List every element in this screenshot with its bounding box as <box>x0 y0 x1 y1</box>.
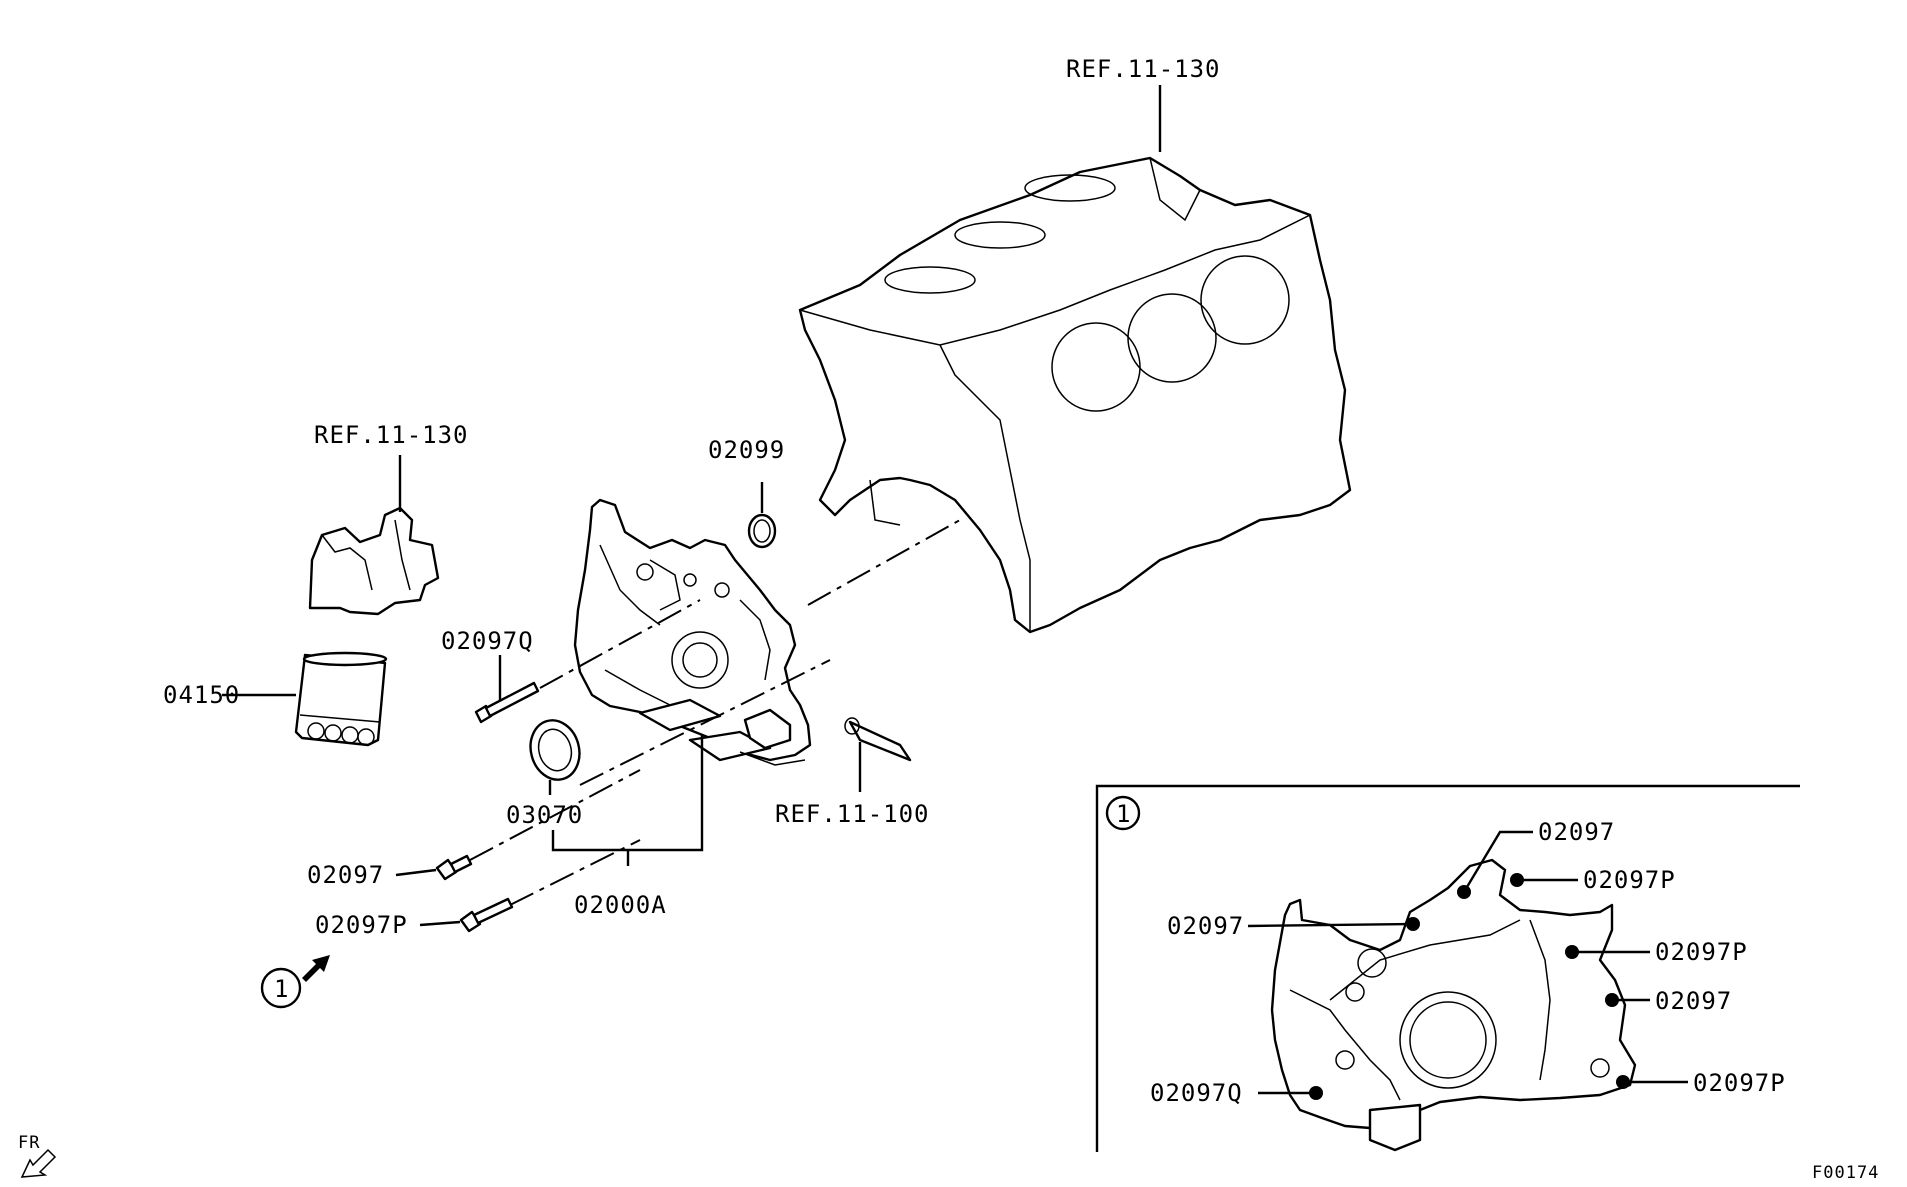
bolt-q <box>474 681 540 724</box>
ref-engine-mount-label: REF.11-130 <box>314 421 469 449</box>
bolt <box>435 854 473 881</box>
view-direction-arrow <box>302 955 330 982</box>
bolt-label: 02097 <box>307 861 384 889</box>
ref-engine-block-label: REF.11-130 <box>1066 55 1221 83</box>
detail-callout-circle <box>1105 795 1141 831</box>
front-indicator-arrow-icon <box>20 1148 57 1178</box>
bolt-p-label: 02097P <box>315 911 408 939</box>
engine-mount-bracket <box>308 506 440 616</box>
oil-seal <box>529 719 581 781</box>
detail-item-label: 02097P <box>1583 866 1676 894</box>
ref-timing-cover-label: REF.11-100 <box>775 800 930 828</box>
oil-filter <box>294 651 388 747</box>
bolt-p <box>459 897 514 933</box>
timing-cover-ref-part <box>844 717 912 762</box>
engine-block <box>798 156 1352 634</box>
detail-item-label: 02097 <box>1167 912 1244 940</box>
gasket-ring-label: 02099 <box>708 436 785 464</box>
gasket-ring-inner <box>753 519 771 543</box>
oil-pump-assembly <box>573 498 812 766</box>
detail-callout-number: 1 <box>1116 800 1131 828</box>
gasket-ring <box>747 513 777 549</box>
detail-item-label: 02097P <box>1693 1069 1786 1097</box>
view-marker-number: 1 <box>274 975 289 1003</box>
oil-pump-assy-label: 02000A <box>574 891 667 919</box>
view-marker-circle <box>260 967 302 1009</box>
oil-filter-label: 04150 <box>163 681 240 709</box>
detail-item-label: 02097 <box>1538 818 1615 846</box>
detail-item-label: 02097P <box>1655 938 1748 966</box>
bolt-q-label: 02097Q <box>441 627 534 655</box>
front-indicator-label: FR <box>18 1133 40 1153</box>
detail-view-box <box>1095 784 1800 1152</box>
figure-code: F00174 <box>1812 1163 1879 1183</box>
detail-item-label: 02097Q <box>1150 1079 1243 1107</box>
oil-seal-label: 03070 <box>506 801 583 829</box>
detail-item-label: 02097 <box>1655 987 1732 1015</box>
